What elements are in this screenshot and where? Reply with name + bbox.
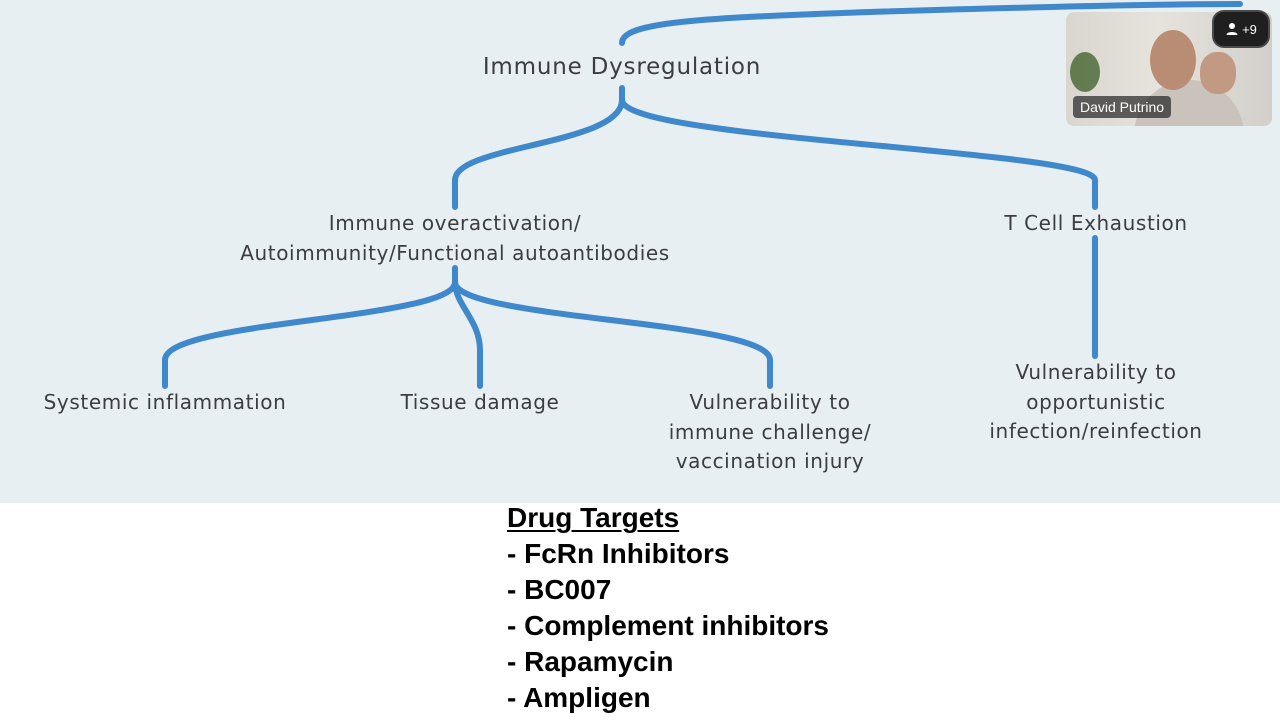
- node-label: opportunistic: [1026, 389, 1166, 414]
- drug-targets-list: Drug Targets - FcRn Inhibitors - BC007 -…: [507, 500, 829, 716]
- participants-count-button[interactable]: +9: [1212, 10, 1270, 48]
- node-label: Systemic inflammation: [43, 390, 287, 414]
- drug-target-item: - FcRn Inhibitors: [507, 538, 730, 569]
- node-immune-dysregulation: Immune Dysregulation: [400, 52, 844, 82]
- node-vulnerability-immune-challenge: Vulnerability to immune challenge/ vacci…: [610, 388, 930, 477]
- drug-targets-title: Drug Targets: [507, 502, 680, 533]
- extra-participants-count: +9: [1242, 21, 1257, 37]
- node-label: Vulnerability to: [1015, 360, 1177, 384]
- node-label: infection/reinfection: [989, 419, 1203, 443]
- drug-target-item: - Rapamycin: [507, 646, 674, 677]
- edge-root-overactivation: [452, 85, 625, 210]
- background-plant: [1070, 52, 1100, 92]
- participant-hand: [1200, 52, 1236, 94]
- node-immune-overactivation: Immune overactivation/ Autoimmunity/Func…: [150, 209, 760, 268]
- participant-head: [1150, 30, 1196, 90]
- diagram-edges: [162, 1, 1243, 389]
- drug-target-item: - Complement inhibitors: [507, 610, 829, 641]
- edge-overactivation-systemic: [162, 265, 458, 389]
- node-vulnerability-opportunistic: Vulnerability to opportunistic infection…: [940, 358, 1252, 447]
- participant-name-label: David Putrino: [1073, 96, 1172, 118]
- node-label: Immune Dysregulation: [482, 54, 762, 80]
- drug-target-item: - Ampligen: [507, 682, 651, 713]
- edge-overactivation-vuln-immune: [452, 279, 773, 389]
- edge-root-tcell: [619, 97, 1098, 210]
- node-label: T Cell Exhaustion: [1004, 211, 1188, 235]
- edge-incoming-root: [619, 1, 1243, 46]
- node-label: Immune overactivation/: [328, 211, 582, 235]
- drug-target-item: - BC007: [507, 574, 612, 605]
- node-label: Autoimmunity/Functional autoantibodies: [240, 240, 670, 265]
- node-label: Vulnerability to: [689, 390, 851, 414]
- node-label: vaccination injury: [675, 449, 865, 473]
- node-systemic-inflammation: Systemic inflammation: [0, 388, 330, 418]
- node-label: immune challenge/: [668, 419, 872, 444]
- node-label: Tissue damage: [400, 390, 560, 414]
- node-t-cell-exhaustion: T Cell Exhaustion: [950, 209, 1242, 239]
- person-icon: [1226, 23, 1238, 35]
- node-tissue-damage: Tissue damage: [360, 388, 600, 418]
